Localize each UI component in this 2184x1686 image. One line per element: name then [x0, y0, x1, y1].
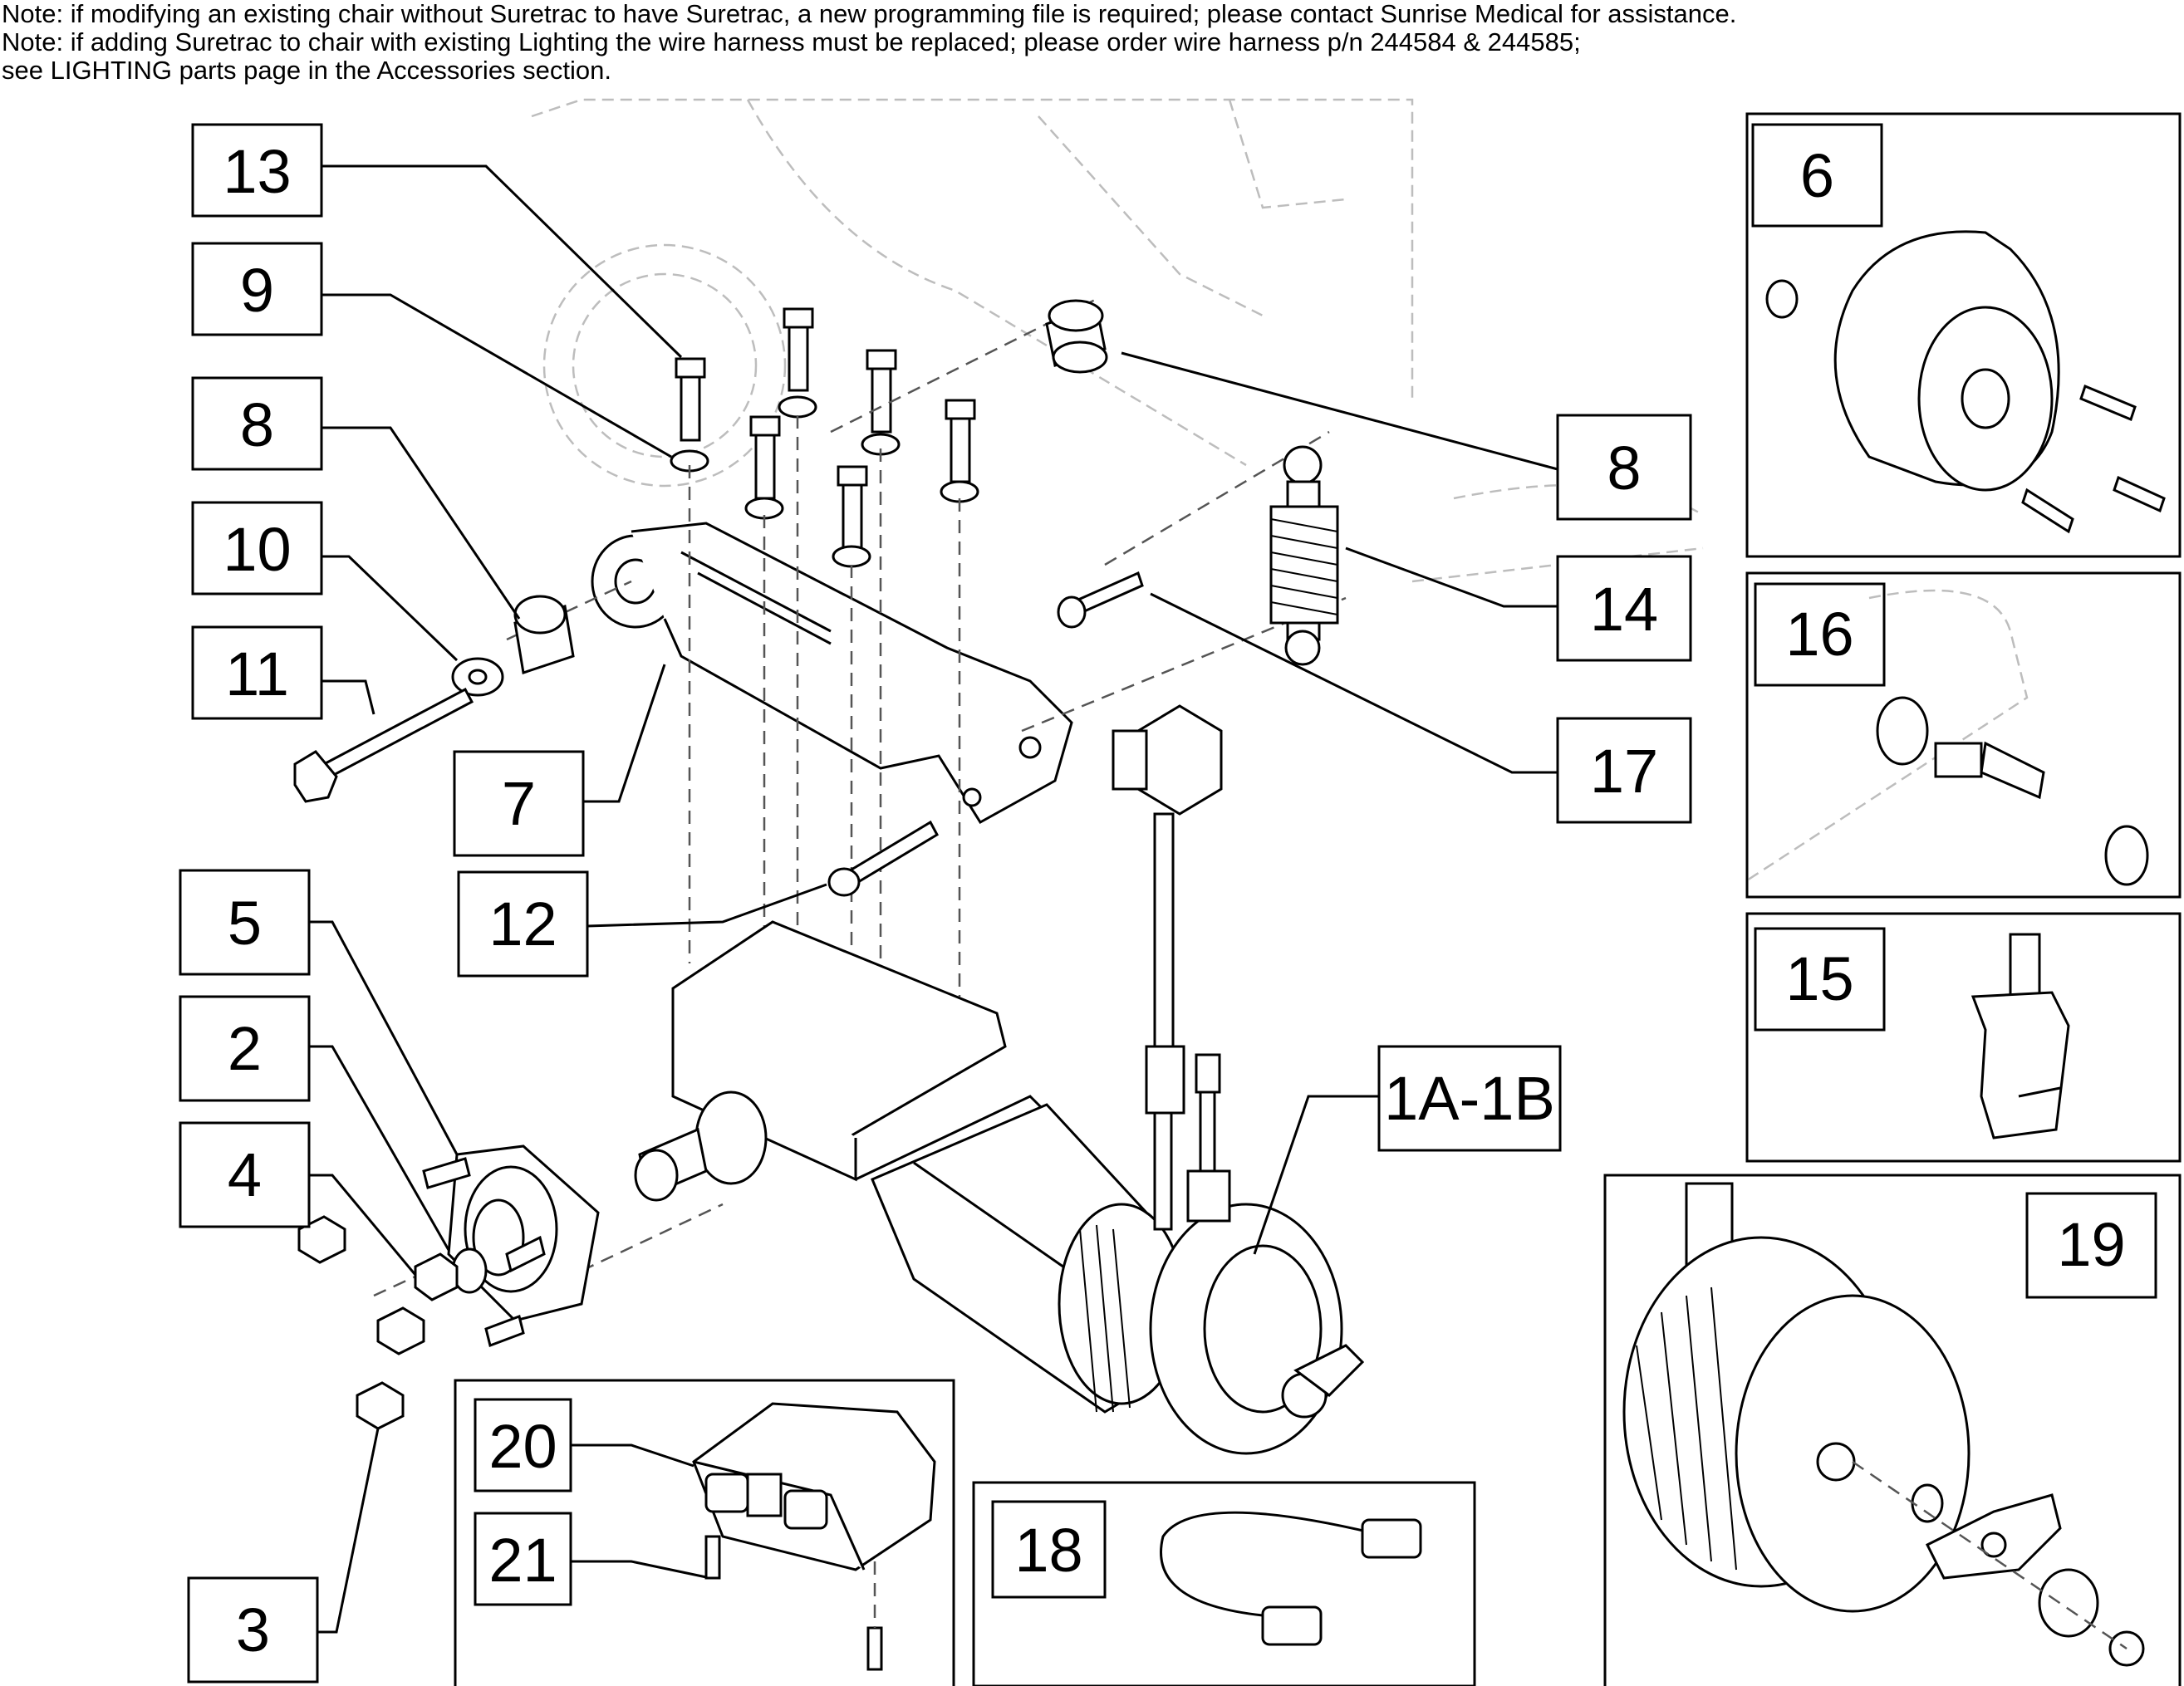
callout-1a-1b: 1A-1B — [1377, 1045, 1562, 1152]
leader-9 — [321, 293, 672, 458]
callout-8-right: 8 — [1556, 414, 1692, 521]
callout-9: 9 — [191, 242, 323, 336]
leader-13 — [321, 164, 683, 359]
panel-15: 15 — [1745, 912, 2182, 1163]
svg-text:8: 8 — [240, 390, 274, 459]
cable-panel-18: 18 — [972, 1481, 1476, 1686]
svg-text:5: 5 — [228, 889, 262, 958]
callout-18: 18 — [1014, 1516, 1082, 1585]
bolts-13 — [675, 307, 976, 550]
leader-1a-1b — [1253, 1095, 1379, 1255]
leader-12 — [586, 883, 827, 928]
leader-10 — [321, 555, 459, 662]
leader-4 — [309, 1174, 417, 1276]
leader-8-left — [321, 426, 521, 620]
note-wire-harness: Note: if adding Suretrac to chair with e… — [2, 27, 1581, 56]
callout-6: 6 — [1800, 141, 1834, 210]
callout-8-left: 8 — [191, 376, 323, 471]
screw-12 — [827, 820, 939, 897]
controller-panel: 20 21 — [454, 1379, 955, 1686]
callout-12: 12 — [457, 870, 589, 978]
callout-17: 17 — [1556, 717, 1692, 824]
svg-text:1A-1B: 1A-1B — [1384, 1064, 1555, 1133]
svg-text:7: 7 — [502, 769, 536, 838]
callout-4: 4 — [179, 1121, 311, 1228]
leader-7 — [583, 664, 666, 803]
panel-19: 19 — [1603, 1174, 2182, 1686]
leader-17 — [1150, 592, 1558, 774]
leader-5 — [309, 920, 459, 1155]
note-lighting-page: see LIGHTING parts page in the Accessori… — [2, 56, 612, 85]
leader-3 — [317, 1428, 380, 1634]
callout-21: 21 — [488, 1526, 557, 1595]
svg-text:3: 3 — [236, 1595, 270, 1664]
left-pivot-hardware — [293, 595, 575, 803]
callout-2: 2 — [179, 995, 311, 1102]
callout-7: 7 — [453, 750, 585, 857]
wheel-hub-assembly — [297, 1144, 600, 1430]
svg-text:2: 2 — [228, 1014, 262, 1083]
leader-11 — [321, 679, 375, 715]
bolt-17 — [1057, 571, 1144, 629]
svg-text:9: 9 — [240, 256, 274, 325]
leader-8-right — [1121, 351, 1558, 471]
callout-14: 14 — [1556, 555, 1692, 662]
svg-text:11: 11 — [225, 640, 289, 708]
arm-bracket — [591, 522, 1073, 825]
svg-text:13: 13 — [223, 137, 291, 206]
callout-5: 5 — [179, 869, 311, 976]
svg-text:14: 14 — [1590, 575, 1658, 644]
washers-9 — [670, 395, 979, 568]
callout-20: 20 — [488, 1412, 557, 1481]
shock-absorber — [1269, 445, 1339, 666]
callout-10: 10 — [191, 501, 323, 595]
panel-16: 16 — [1745, 571, 2182, 899]
motor-cable — [1112, 704, 1231, 1231]
notes-block: Note: if modifying an existing chair wit… — [2, 0, 1736, 85]
gearbox-motor — [634, 920, 1365, 1455]
svg-text:12: 12 — [488, 890, 557, 958]
chair-frame-ghost — [531, 98, 1704, 583]
panel-6: 6 — [1745, 112, 2182, 558]
callout-19: 19 — [2057, 1210, 2125, 1279]
leader-2 — [309, 1045, 450, 1251]
note-programming: Note: if modifying an existing chair wit… — [2, 0, 1737, 28]
svg-text:10: 10 — [223, 515, 291, 584]
svg-text:17: 17 — [1590, 737, 1658, 806]
svg-text:4: 4 — [228, 1140, 262, 1209]
leader-14 — [1345, 546, 1558, 608]
callout-3: 3 — [187, 1576, 319, 1684]
bushing-top — [1045, 299, 1108, 374]
callout-11: 11 — [191, 625, 323, 720]
callout-15: 15 — [1785, 944, 1853, 1013]
callout-16: 16 — [1785, 600, 1853, 669]
svg-text:8: 8 — [1607, 434, 1641, 502]
callout-13: 13 — [191, 123, 323, 218]
